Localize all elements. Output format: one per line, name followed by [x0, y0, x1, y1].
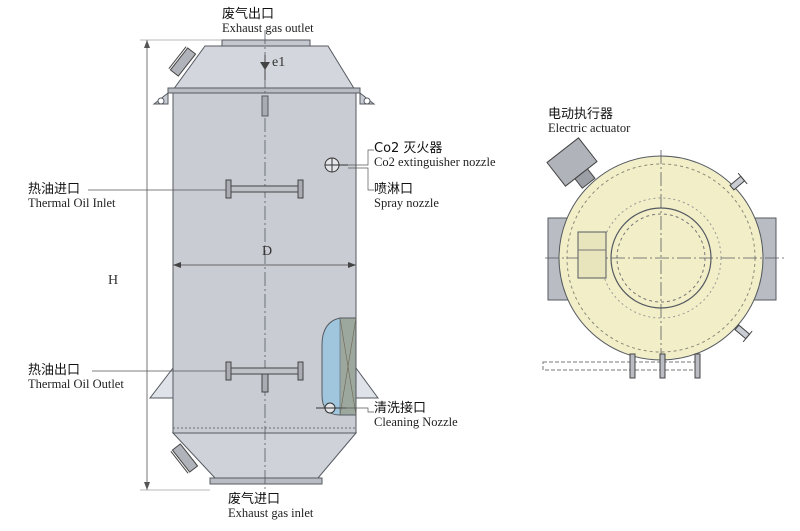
support-right	[355, 366, 379, 399]
oil-outlet-zh: 热油出口	[28, 363, 81, 378]
oil-outlet-en: Thermal Oil Outlet	[28, 377, 124, 392]
co2-label: Co2 灭火器 Co2 extinguisher nozzle	[374, 141, 496, 170]
bottom-manhole	[170, 443, 199, 474]
actuator-label: 电动执行器 Electric actuator	[548, 107, 631, 136]
plan-square-plate	[577, 231, 607, 279]
oil-outlet-label: 热油出口 Thermal Oil Outlet	[28, 363, 124, 392]
spray-zh: 喷淋口	[374, 182, 414, 197]
outlet-flange	[221, 39, 311, 47]
oil-inlet-label: 热油进口 Thermal Oil Inlet	[28, 182, 116, 211]
co2-en: Co2 extinguisher nozzle	[374, 155, 496, 170]
actuator-zh: 电动执行器	[548, 107, 614, 122]
support-left	[148, 366, 174, 399]
co2-zh: Co2 灭火器	[374, 141, 443, 156]
cleaning-en: Cleaning Nozzle	[374, 415, 458, 430]
exhaust-inlet-en: Exhaust gas inlet	[228, 506, 314, 521]
side-elevation	[88, 30, 379, 495]
spray-en: Spray nozzle	[374, 196, 439, 211]
actuator-en: Electric actuator	[548, 121, 631, 136]
plan-pipe	[542, 361, 699, 371]
exhaust-outlet-zh: 废气出口	[222, 7, 275, 22]
hood-manhole	[168, 46, 197, 77]
e1-dim: e1	[272, 55, 286, 70]
electric-actuator-icon	[546, 137, 598, 189]
plan-view	[542, 137, 785, 379]
exhaust-inlet-label: 废气进口 Exhaust gas inlet	[228, 492, 314, 521]
height-dim: H	[108, 273, 119, 288]
cleaning-label: 清洗接口 Cleaning Nozzle	[374, 401, 458, 430]
diameter-dim: D	[262, 244, 273, 259]
spray-label: 喷淋口 Spray nozzle	[374, 182, 439, 211]
oil-inlet-zh: 热油进口	[28, 182, 81, 197]
bottom-cone	[171, 432, 358, 479]
exhaust-inlet-zh: 废气进口	[228, 492, 281, 507]
inlet-flange	[209, 477, 323, 485]
oil-inlet-pipe	[225, 179, 304, 199]
oil-inlet-en: Thermal Oil Inlet	[28, 196, 116, 211]
co2-nozzle-symbol	[324, 157, 348, 173]
cleaning-zh: 清洗接口	[374, 401, 427, 416]
top-flange	[167, 87, 361, 94]
exhaust-outlet-label: 废气出口 Exhaust gas outlet	[222, 7, 314, 36]
exhaust-outlet-en: Exhaust gas outlet	[222, 21, 314, 36]
